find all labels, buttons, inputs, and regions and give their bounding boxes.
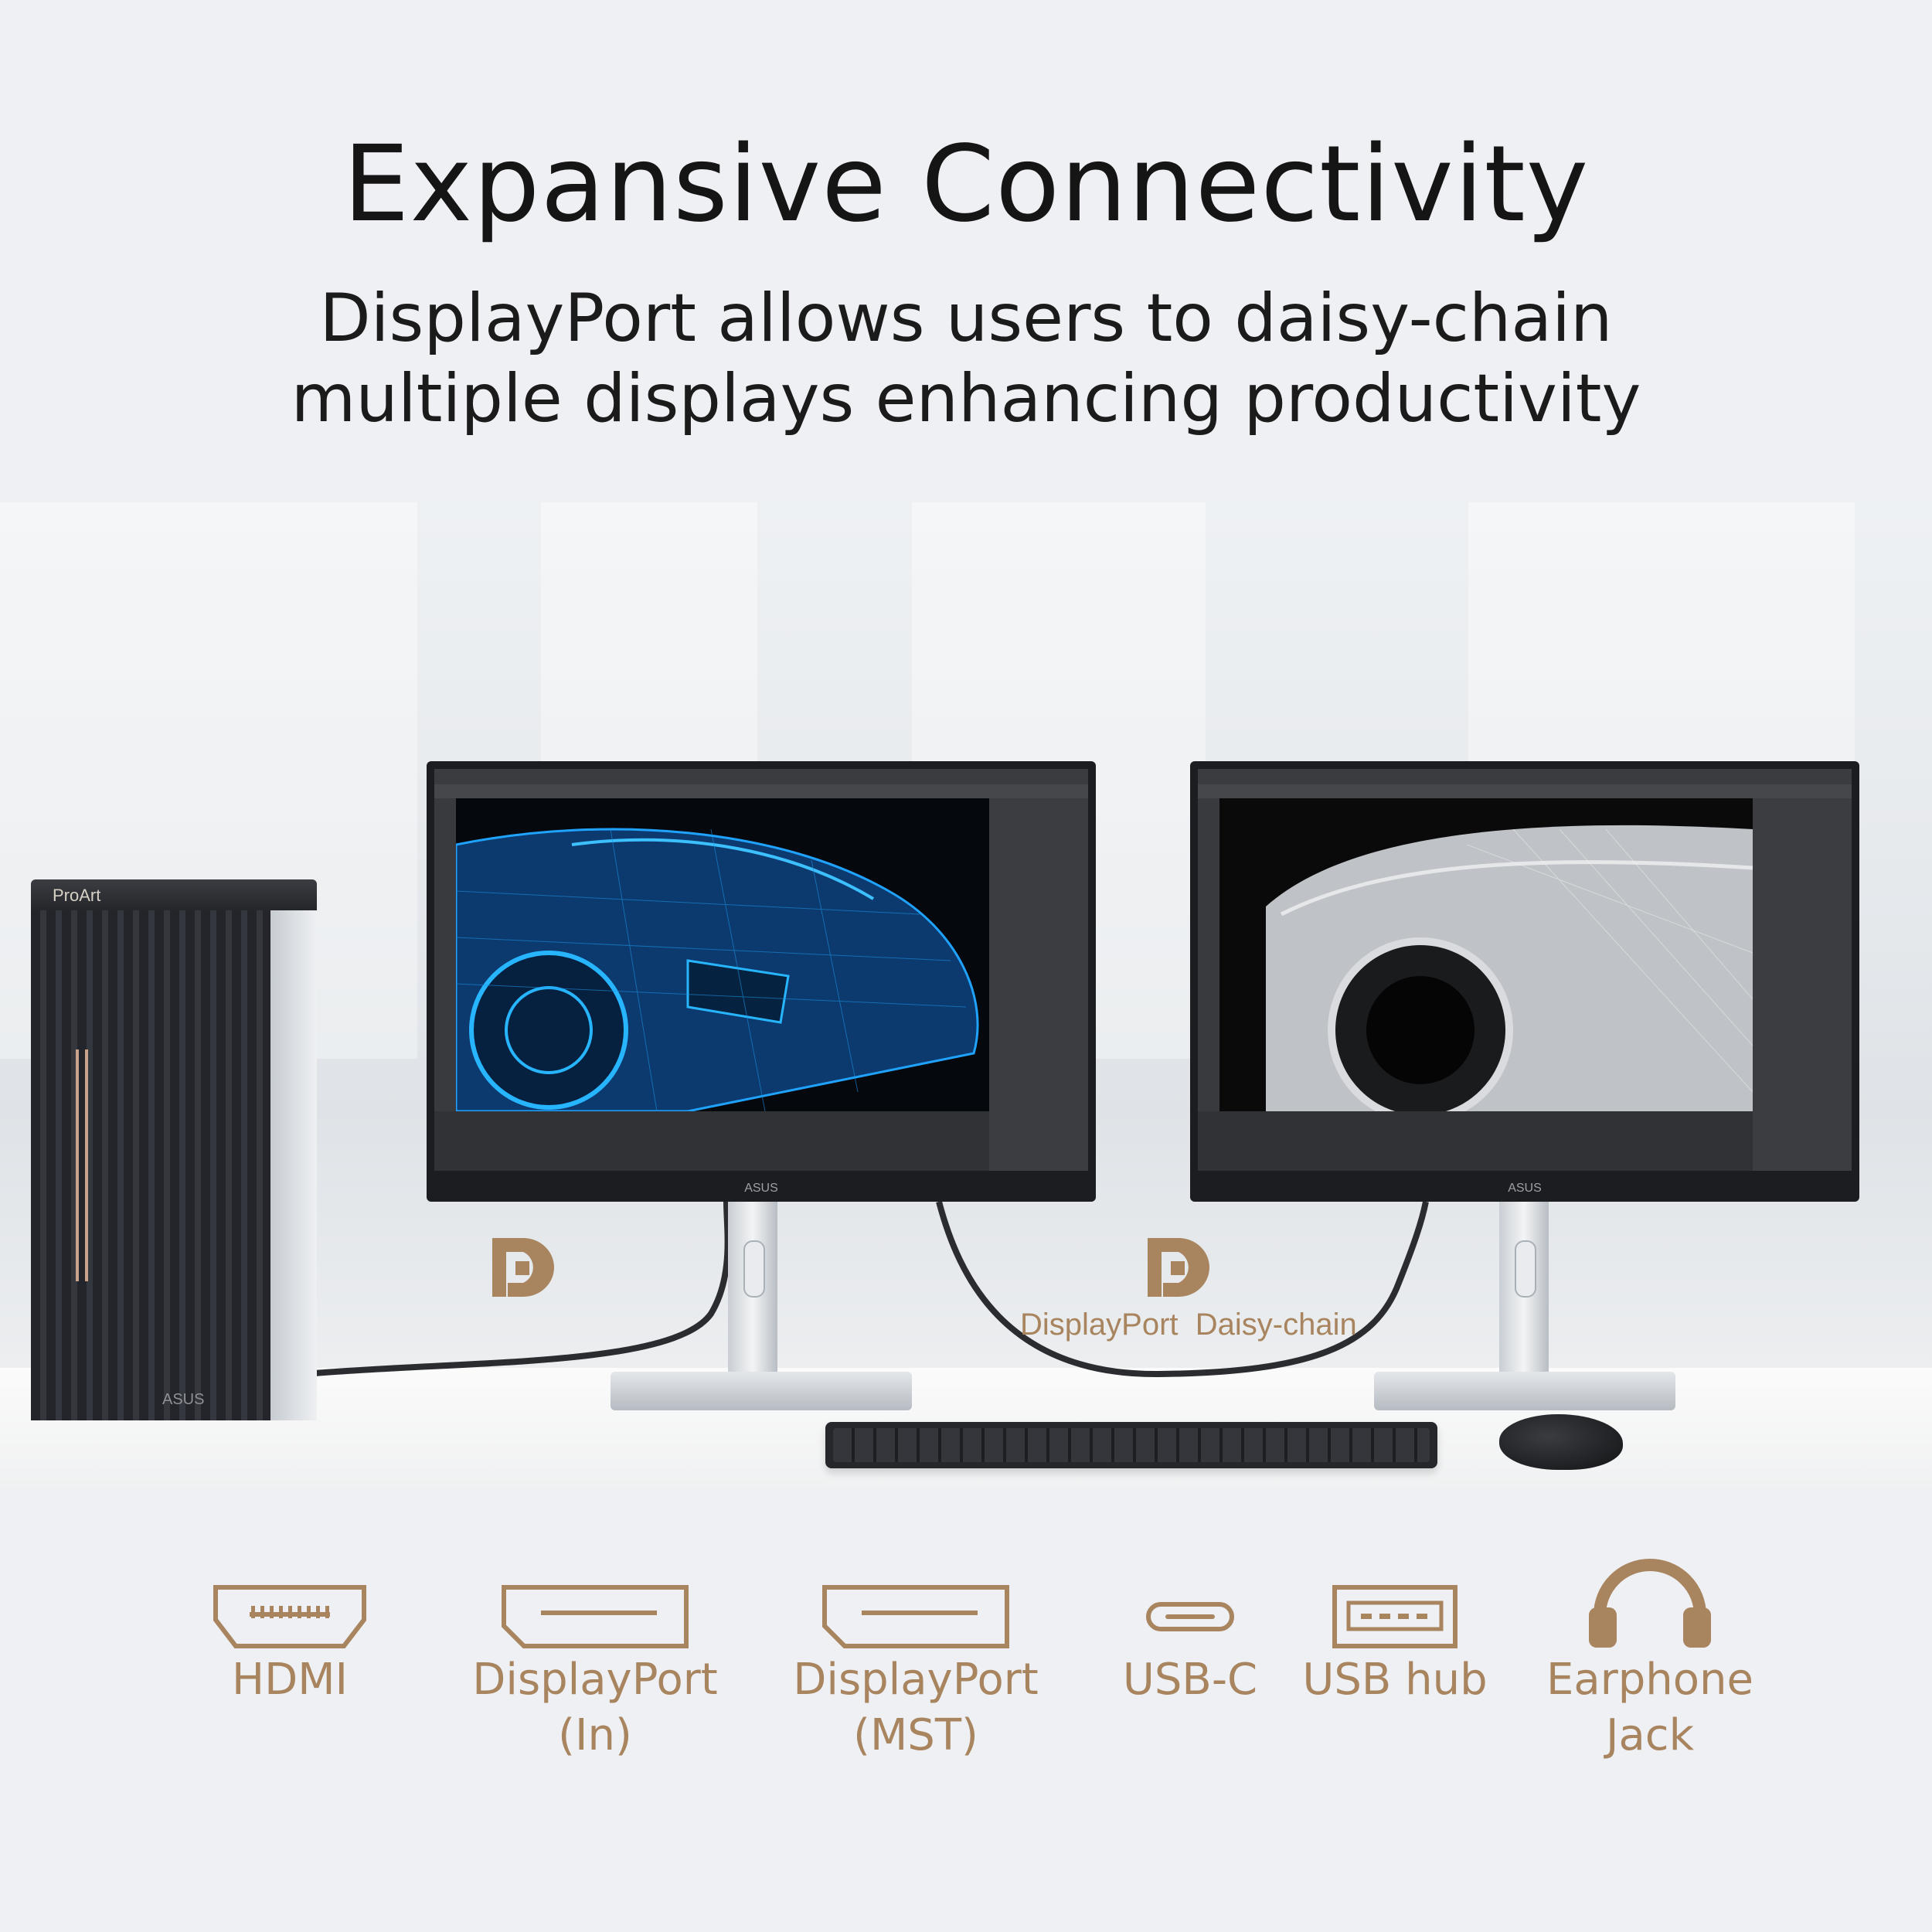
displayport-logo-icon bbox=[1148, 1238, 1209, 1297]
port-label: DisplayPort (MST) bbox=[793, 1655, 1039, 1760]
brush-panel bbox=[1198, 1111, 1753, 1171]
right-monitor-stand bbox=[1499, 1202, 1549, 1379]
tower-front-grille bbox=[31, 910, 270, 1420]
properties-panel bbox=[989, 798, 1088, 1171]
cable-management-hole bbox=[743, 1240, 765, 1298]
right-monitor-base bbox=[1374, 1372, 1675, 1410]
brush-panel bbox=[434, 1111, 989, 1171]
left-monitor-base bbox=[611, 1372, 912, 1410]
headline: Expansive Connectivity bbox=[342, 124, 1590, 246]
usb-hub-icon bbox=[1332, 1585, 1458, 1648]
headphones-icon bbox=[1589, 1559, 1711, 1648]
tower-top: ProArt bbox=[31, 879, 317, 910]
port-label: DisplayPort (In) bbox=[472, 1655, 718, 1760]
cable-daisy-chain bbox=[936, 1200, 1429, 1378]
displayport-icon bbox=[822, 1585, 1009, 1648]
port-displayport-mst: DisplayPort (MST) bbox=[773, 1584, 1059, 1764]
keyboard bbox=[825, 1422, 1437, 1468]
hdmi-port-icon bbox=[213, 1585, 366, 1648]
blue-wireframe-car bbox=[456, 798, 989, 1111]
tower-light-strip bbox=[85, 1049, 88, 1281]
port-label: USB-C bbox=[1122, 1655, 1258, 1705]
port-label: HDMI bbox=[231, 1655, 349, 1705]
port-usb-hub: USB hub bbox=[1298, 1584, 1492, 1708]
cable-pc-to-left-monitor bbox=[304, 1201, 731, 1377]
properties-panel bbox=[1753, 798, 1852, 1171]
displayport-icon bbox=[502, 1585, 689, 1648]
port-usb-c: USB-C bbox=[1097, 1584, 1283, 1708]
keyboard-keys bbox=[833, 1428, 1430, 1462]
app-menubar bbox=[434, 769, 1088, 784]
port-earphone-jack: Earphone Jack bbox=[1538, 1553, 1762, 1764]
asus-logo: ASUS bbox=[744, 1182, 778, 1195]
asus-badge: ASUS bbox=[162, 1391, 205, 1408]
left-monitor: ASUS bbox=[427, 761, 1096, 1202]
white-clay-car bbox=[1219, 798, 1753, 1111]
port-hdmi: HDMI bbox=[170, 1584, 410, 1708]
mouse bbox=[1499, 1414, 1623, 1470]
subheadline-line-2: multiple displays enhancing productivity bbox=[291, 360, 1641, 437]
daisy-chain-label: DisplayPort Daisy-chain bbox=[1020, 1308, 1357, 1342]
right-monitor: ASUS bbox=[1190, 761, 1859, 1202]
proart-logo: ProArt bbox=[53, 886, 101, 905]
subheadline: DisplayPort allows users to daisy-chain … bbox=[0, 278, 1932, 439]
displayport-logo-icon bbox=[492, 1238, 554, 1297]
cable-management-hole bbox=[1515, 1240, 1536, 1298]
tower-light-strip bbox=[76, 1049, 79, 1281]
port-label: Earphone Jack bbox=[1546, 1655, 1753, 1760]
app-toolbar bbox=[434, 784, 1088, 798]
usb-c-icon bbox=[1146, 1602, 1234, 1631]
pc-tower: ProArt bbox=[31, 879, 317, 1420]
monitor-screen bbox=[434, 769, 1088, 1171]
asus-logo: ASUS bbox=[1508, 1182, 1542, 1195]
subheadline-line-1: DisplayPort allows users to daisy-chain bbox=[319, 280, 1613, 357]
app-toolbar bbox=[1198, 784, 1852, 798]
tower-side-panel bbox=[270, 910, 317, 1420]
left-monitor-stand bbox=[728, 1202, 777, 1379]
tool-sidebar bbox=[1198, 798, 1219, 1111]
tool-sidebar bbox=[434, 798, 456, 1111]
monitor-screen bbox=[1198, 769, 1852, 1171]
port-displayport-in: DisplayPort (In) bbox=[440, 1584, 750, 1764]
app-menubar bbox=[1198, 769, 1852, 784]
port-label: USB hub bbox=[1302, 1655, 1488, 1705]
